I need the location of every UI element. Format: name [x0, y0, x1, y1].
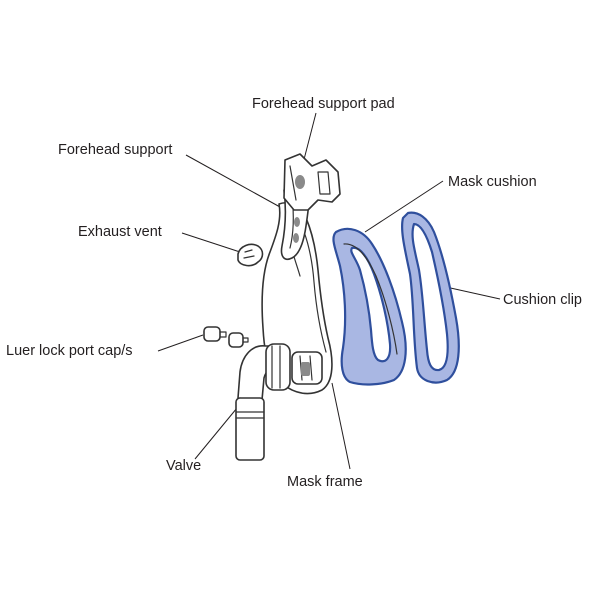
luer-cap-2: [228, 332, 244, 348]
cushion-clip-shape: [401, 211, 460, 384]
label-exhaust-vent: Exhaust vent: [78, 224, 162, 240]
leader-valve: [194, 407, 238, 460]
valve-tube: [235, 397, 265, 461]
valve-tube-rings: [235, 411, 265, 419]
leader-mask-cushion: [364, 180, 444, 233]
leader-mask-frame: [331, 382, 351, 470]
labels: Forehead support pad Forehead support Ma…: [6, 96, 582, 490]
forehead-support-hole-2: [293, 233, 299, 243]
label-forehead-support: Forehead support: [58, 142, 172, 158]
mask-cushion-shape: [332, 227, 407, 386]
forehead-support-pad-edge: [289, 165, 297, 201]
forehead-support-pad-shape: [283, 153, 341, 211]
valve-swivel-lines: [271, 345, 281, 389]
leader-cushion-clip: [445, 286, 501, 300]
leader-lines: [157, 112, 501, 470]
label-luer-lock-port-caps: Luer lock port cap/s: [6, 343, 133, 359]
luer-cap-1-stem: [219, 331, 227, 338]
label-mask-cushion: Mask cushion: [448, 174, 537, 190]
luer-cap-2-stem: [242, 337, 249, 343]
forehead-support-hole-1: [294, 217, 300, 227]
label-forehead-support-pad: Forehead support pad: [252, 96, 395, 112]
label-valve: Valve: [166, 458, 201, 474]
valve: [235, 343, 291, 461]
leader-exhaust-vent: [181, 232, 241, 253]
label-mask-frame: Mask frame: [287, 474, 363, 490]
valve-swivel-ring: [265, 343, 291, 391]
forehead-support-pad-slot: [317, 171, 331, 195]
luer-cap-1: [203, 326, 221, 342]
mask-cushion-inner-lip: [343, 243, 398, 355]
forehead-support-pad-hole: [295, 175, 305, 189]
exhaust-vent-slots: [243, 249, 255, 259]
leader-luer-lock: [157, 334, 204, 352]
luer-lock-port-caps: [203, 326, 249, 348]
leader-forehead-support: [185, 154, 281, 208]
label-cushion-clip: Cushion clip: [503, 292, 582, 308]
mask-frame-port-shade: [301, 362, 310, 376]
exhaust-vent-shape: [237, 243, 264, 267]
